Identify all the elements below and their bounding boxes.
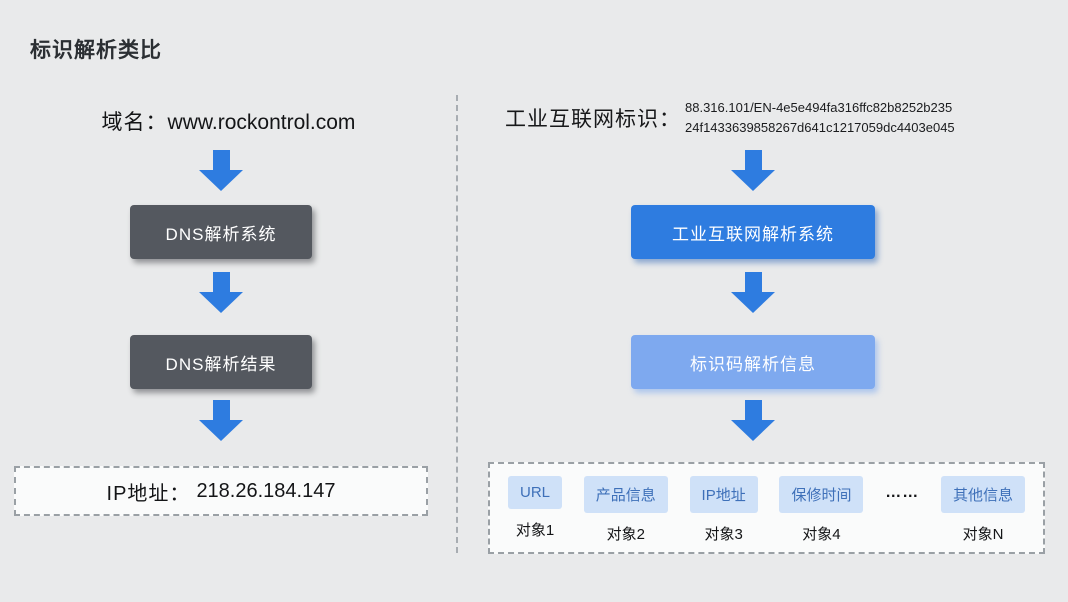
identifier-label: 工业互联网标识：	[505, 108, 681, 132]
identifier-info-box: 标识码解析信息	[631, 335, 875, 389]
ellipsis-text: ……	[885, 484, 920, 501]
warranty-chip: 保修时间	[779, 476, 864, 513]
domain-label: 域名：	[101, 111, 168, 134]
objects-panel: URL 对象1 产品信息 对象2 IP地址 对象3 保修时间 对象4 …… 其他…	[488, 462, 1045, 554]
down-arrow-icon	[199, 150, 243, 191]
page-title: 标识解析类比	[30, 39, 162, 62]
object-label: 对象4	[802, 526, 841, 543]
object-item: IP地址 对象3	[689, 476, 758, 544]
object-item: 产品信息 对象2	[583, 476, 668, 544]
down-arrow-icon	[731, 150, 775, 191]
down-arrow-icon	[199, 272, 243, 313]
domain-line: 域名：www.rockontrol.com	[0, 106, 457, 136]
object-item: 其他信息 对象N	[940, 476, 1025, 544]
ellipsis-item: ……	[885, 476, 919, 510]
down-arrow-icon	[199, 400, 243, 441]
ip-result-box: IP地址：218.26.184.147	[14, 466, 428, 516]
object-label: 对象3	[704, 526, 743, 543]
ip-address-chip: IP地址	[689, 476, 758, 513]
product-info-chip: 产品信息	[583, 476, 668, 513]
down-arrow-icon	[731, 400, 775, 441]
object-item: 保修时间 对象4	[779, 476, 864, 544]
identifier-value: 88.316.101/EN-4e5e494fa316ffc82b8252b235…	[685, 100, 955, 136]
ip-value: 218.26.184.147	[196, 479, 336, 502]
dns-result-box: DNS解析结果	[130, 335, 312, 389]
object-label: 对象1	[515, 522, 555, 539]
industrial-internet-system-box: 工业互联网解析系统	[631, 205, 875, 259]
domain-value: www.rockontrol.com	[167, 111, 356, 134]
vertical-divider	[456, 95, 458, 553]
url-chip: URL	[508, 476, 563, 509]
identifier-line: 工业互联网标识： 88.316.101/EN-4e5e494fa316ffc82…	[505, 98, 955, 138]
object-item: URL 对象1	[508, 476, 563, 540]
object-label: 对象N	[962, 526, 1004, 543]
ip-label: IP地址：	[106, 482, 191, 505]
dns-system-box: DNS解析系统	[130, 205, 312, 259]
other-info-chip: 其他信息	[940, 476, 1025, 513]
down-arrow-icon	[731, 272, 775, 313]
object-label: 对象2	[606, 526, 645, 543]
